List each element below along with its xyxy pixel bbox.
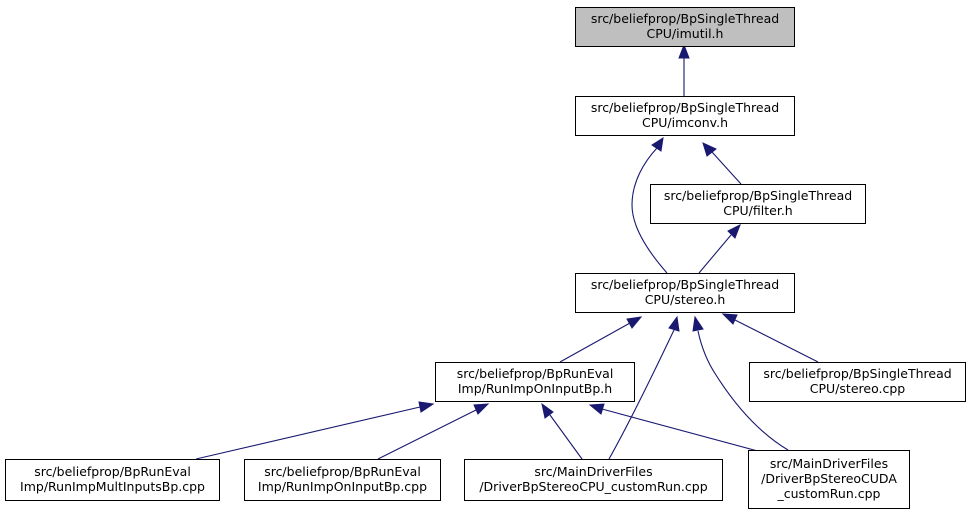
edge-line <box>195 406 421 460</box>
node-filter_h[interactable]: src/beliefprop/BpSingleThreadCPU/filter.… <box>650 184 866 224</box>
node-label-line: src/beliefprop/BpSingleThread <box>591 277 779 292</box>
node-imconv_h[interactable]: src/beliefprop/BpSingleThreadCPU/imconv.… <box>575 96 795 136</box>
node-label-line: _customRun.cpp <box>777 486 881 501</box>
edge-arrowhead <box>588 403 605 415</box>
edge-line <box>559 322 631 363</box>
node-label-line: src/beliefprop/BpRunEval <box>34 464 191 479</box>
node-runimponinputbp_h[interactable]: src/beliefprop/BpRunEvalImp/RunImpOnInpu… <box>435 362 635 402</box>
edge-line <box>734 319 819 363</box>
node-stereo_h[interactable]: src/beliefprop/BpSingleThreadCPU/stereo.… <box>575 273 795 313</box>
edge-line <box>711 151 742 185</box>
edge-filter_h-to-imconv_h <box>702 142 742 185</box>
node-label-line: CPU/filter.h <box>723 203 792 218</box>
node-stereo_cpp[interactable]: src/beliefprop/BpSingleThreadCPU/stereo.… <box>749 362 966 402</box>
node-box <box>244 459 441 501</box>
edge-line <box>631 147 668 274</box>
node-box <box>575 7 795 47</box>
edge-arrowhead <box>727 223 741 239</box>
edge-driverbpstereocpu_cpp-to-runimponinputbp_h <box>541 402 583 460</box>
node-label-line: src/beliefprop/BpRunEval <box>457 366 614 381</box>
node-box <box>749 362 966 402</box>
node-label-line: src/beliefprop/BpSingleThread <box>591 11 779 26</box>
edge-driverbpstereocuda_cpp-to-stereo_h <box>692 315 789 451</box>
edge-driverbpstereocuda_cpp-to-runimponinputbp_h <box>588 403 766 454</box>
node-label-line: src/beliefprop/BpRunEval <box>264 464 421 479</box>
edge-arrowhead <box>678 43 690 59</box>
edge-imconv_h-to-imutil_h <box>678 43 690 96</box>
node-label-line: CPU/stereo.h <box>645 292 726 307</box>
edge-runimpmultinputsbp_cpp-to-runimponinputbp_h <box>195 401 435 460</box>
edge-line <box>698 234 732 274</box>
node-label-line: src/MainDriverFiles <box>770 456 888 471</box>
edge-line <box>377 409 477 460</box>
node-box <box>464 459 723 501</box>
node-runimponinputbp_cpp[interactable]: src/beliefprop/BpRunEvalImp/RunImpOnInpu… <box>244 459 441 501</box>
edge-line <box>608 329 675 460</box>
edge-line <box>549 414 583 460</box>
edges-layer <box>195 43 819 460</box>
node-box <box>650 184 866 224</box>
edge-stereo_cpp-to-stereo_h <box>721 313 819 363</box>
node-driverbpstereocpu_cpp[interactable]: src/MainDriverFiles/DriverBpStereoCPU_cu… <box>464 459 723 501</box>
node-box <box>748 450 910 509</box>
edge-arrowhead <box>702 142 717 157</box>
node-driverbpstereocuda_cpp[interactable]: src/MainDriverFiles/DriverBpStereoCUDA_c… <box>748 450 910 509</box>
node-imutil_h: src/beliefprop/BpSingleThreadCPU/imutil.… <box>575 7 795 47</box>
node-label-line: CPU/imutil.h <box>647 26 724 41</box>
edge-arrowhead <box>692 315 704 332</box>
node-label-line: Imp/RunImpMultInputsBp.cpp <box>20 479 205 494</box>
node-label-line: CPU/imconv.h <box>642 115 728 130</box>
node-box <box>575 96 795 136</box>
node-label-line: Imp/RunImpOnInputBp.cpp <box>258 479 427 494</box>
node-label-line: /DriverBpStereoCPU_customRun.cpp <box>479 479 707 494</box>
edge-arrowhead <box>418 401 435 413</box>
edge-line <box>697 330 789 451</box>
edge-runimponinputbp_cpp-to-runimponinputbp_h <box>377 403 490 460</box>
node-label-line: Imp/RunImpOnInputBp.h <box>458 381 612 396</box>
edge-stereo_h-to-filter_h <box>698 223 741 274</box>
node-runimpmultinputsbp_cpp[interactable]: src/beliefprop/BpRunEvalImp/RunImpMultIn… <box>5 459 220 501</box>
edge-arrowhead <box>651 136 664 152</box>
node-label-line: src/beliefprop/BpSingleThread <box>664 188 852 203</box>
edge-runimponinputbp_h-to-stereo_h <box>559 316 643 363</box>
edge-line <box>601 408 766 454</box>
node-box <box>575 273 795 313</box>
node-label-line: /DriverBpStereoCUDA <box>761 471 897 486</box>
edge-arrowhead <box>721 313 738 325</box>
edge-arrowhead <box>668 315 680 332</box>
nodes-layer: src/beliefprop/BpSingleThreadCPU/imutil.… <box>5 7 966 509</box>
edge-arrowhead <box>473 403 490 415</box>
node-label-line: src/beliefprop/BpSingleThread <box>763 366 951 381</box>
edge-stereo_h-to-imconv_h <box>631 136 668 274</box>
edge-arrowhead <box>541 402 554 419</box>
node-label-line: src/MainDriverFiles <box>534 464 652 479</box>
node-label-line: src/beliefprop/BpSingleThread <box>591 100 779 115</box>
edge-driverbpstereocpu_cpp-to-stereo_h <box>608 315 680 460</box>
node-box <box>5 459 220 501</box>
node-box <box>435 362 635 402</box>
edge-arrowhead <box>626 316 643 329</box>
node-label-line: CPU/stereo.cpp <box>810 381 905 396</box>
